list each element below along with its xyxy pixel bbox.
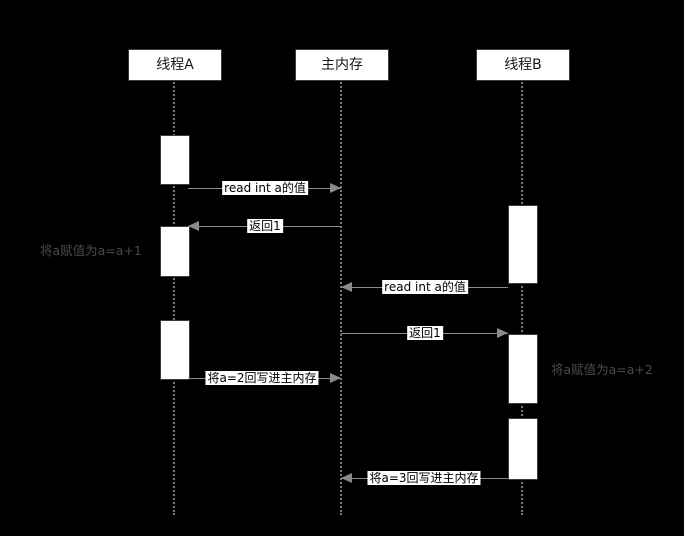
activation-bar-thread-b-3[interactable] [508, 205, 538, 284]
message-label-m6: 将a=3回写进主内存 [367, 471, 481, 485]
message-arrowhead-m4 [497, 328, 508, 338]
actor-box-thread-b[interactable]: 线程B [476, 49, 570, 81]
activation-bar-thread-b-4[interactable] [508, 334, 538, 404]
message-label-m2: 返回1 [247, 219, 283, 233]
activation-bar-thread-a-2[interactable] [160, 320, 190, 380]
lifeline-thread-b [521, 79, 523, 515]
message-arrowhead-m5 [330, 373, 341, 383]
actor-label-thread-a: 线程A [156, 57, 194, 73]
message-label-m3: read int a的值 [382, 280, 468, 294]
message-label-m4: 返回1 [407, 326, 443, 340]
message-arrowhead-m1 [330, 183, 341, 193]
activation-bar-thread-b-5[interactable] [508, 418, 538, 480]
note-note-a: 将a赋值为a=a+1 [40, 243, 142, 258]
actor-box-main-memory[interactable]: 主内存 [295, 49, 389, 81]
actor-label-thread-b: 线程B [504, 57, 542, 73]
note-note-b: 将a赋值为a=a+2 [551, 362, 653, 377]
actor-box-thread-a[interactable]: 线程A [128, 49, 222, 81]
lifeline-thread-a [173, 79, 175, 515]
message-arrowhead-m3 [341, 282, 352, 292]
actor-label-main-memory: 主内存 [321, 57, 363, 73]
message-label-m1: read int a的值 [222, 181, 308, 195]
activation-bar-thread-a-0[interactable] [160, 135, 190, 185]
message-arrowhead-m2 [188, 221, 199, 231]
activation-bar-thread-a-1[interactable] [160, 226, 190, 277]
lifeline-main-memory [340, 79, 342, 515]
message-label-m5: 将a=2回写进主内存 [205, 371, 319, 385]
message-arrowhead-m6 [341, 473, 352, 483]
